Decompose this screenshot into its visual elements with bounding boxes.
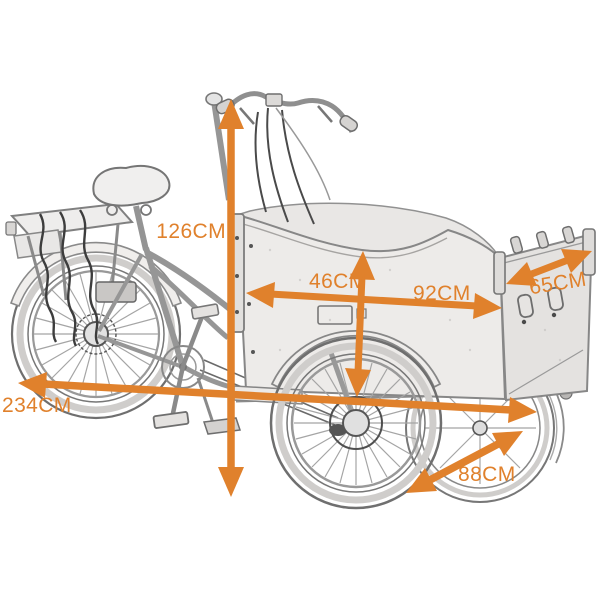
dimension-arrow-box-width <box>506 249 592 286</box>
dimension-arrow-box-height <box>345 251 375 397</box>
rear-rack <box>5 202 137 347</box>
dimension-arrow-overall-height <box>218 99 244 497</box>
dimension-label-box-height: 46CM <box>309 270 367 293</box>
dimension-arrow-box-length <box>246 282 502 319</box>
dimension-label-front-wheel-track: 88CM <box>458 463 516 486</box>
crank-pedals <box>152 303 220 429</box>
dimension-arrow-front-wheel-track <box>406 431 523 493</box>
saddle <box>92 164 171 251</box>
dimension-arrow-overall-length <box>18 372 537 423</box>
dimension-label-overall-height: 126CM <box>156 220 226 243</box>
dimension-label-box-length: 92CM <box>413 282 471 305</box>
dimension-label-overall-length: 234CM <box>2 394 72 417</box>
handlebar <box>205 91 359 225</box>
